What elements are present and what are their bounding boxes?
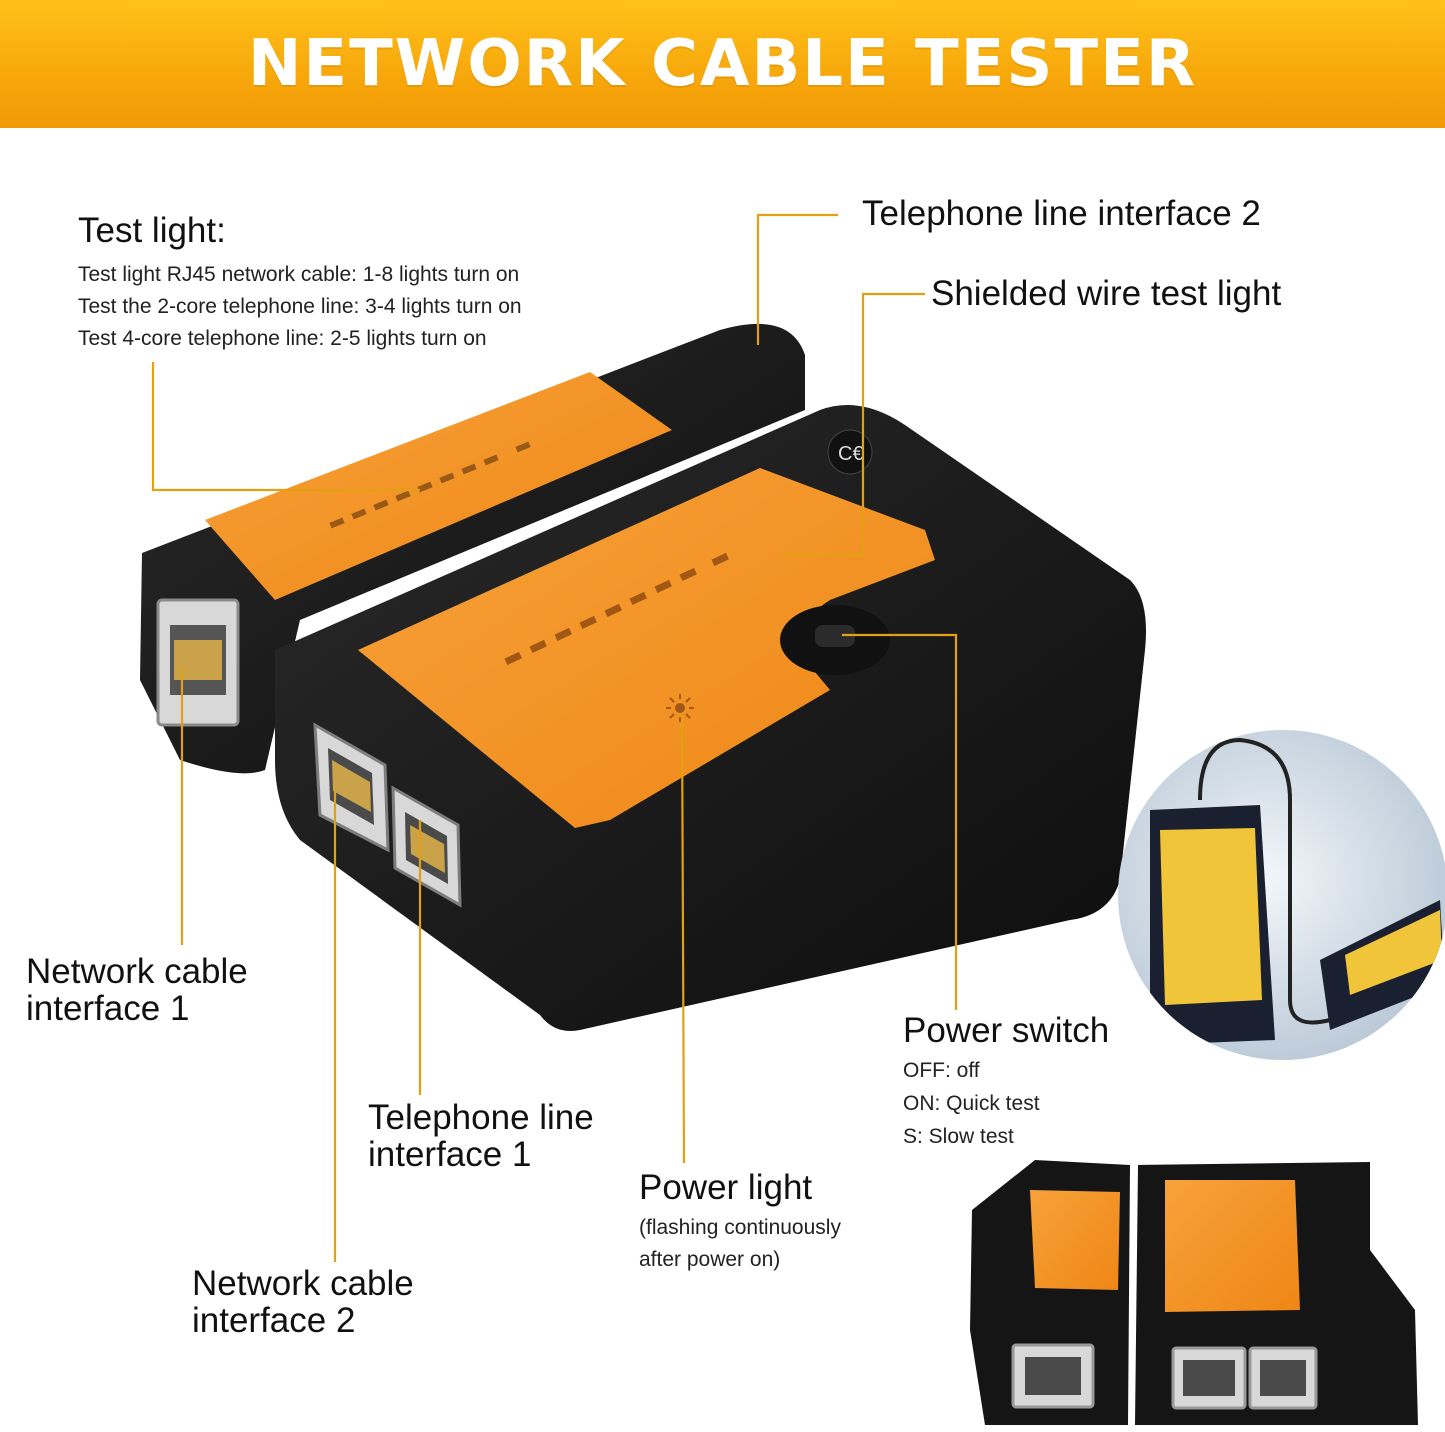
power-light-title: Power light <box>639 1168 813 1207</box>
usage-inset-photo <box>1118 730 1445 1060</box>
network-cable-interface-2-line-2: interface 2 <box>192 1300 356 1340</box>
power-switch-line-off: OFF: off <box>903 1058 980 1082</box>
power-light-callout: Power light (flashing continuously after… <box>639 1168 841 1271</box>
network-cable-interface-1-label: Network cable interface 1 <box>26 952 248 1028</box>
test-light-callout: Test light: Test light RJ45 network cabl… <box>78 211 522 360</box>
network-cable-interface-2-label: Network cable interface 2 <box>192 1264 414 1340</box>
test-light-title: Test light: <box>78 211 226 250</box>
telephone-line-interface-1-line-2: interface 1 <box>368 1134 532 1174</box>
shielded-wire-test-light-label: Shielded wire test light <box>931 274 1282 313</box>
leader-power-switch <box>842 633 958 1010</box>
leader-shielded-wire-light <box>780 292 925 557</box>
telephone-line-interface-1-line-1: Telephone line <box>368 1098 594 1137</box>
test-light-line-2: Test the 2-core telephone line: 3-4 ligh… <box>78 294 522 318</box>
leader-test-light <box>151 362 420 492</box>
telephone-line-interface-1-label: Telephone line interface 1 <box>368 1098 594 1174</box>
power-switch-line-on: ON: Quick test <box>903 1091 1040 1115</box>
test-light-line-3: Test 4-core telephone line: 2-5 lights t… <box>78 326 487 350</box>
test-light-line-1: Test light RJ45 network cable: 1-8 light… <box>78 262 520 286</box>
remote-unit <box>140 323 805 774</box>
svg-text:C€: C€ <box>838 443 864 465</box>
power-switch-title: Power switch <box>903 1011 1110 1050</box>
power-light-line-1: (flashing continuously <box>639 1215 841 1239</box>
banner-title: NETWORK CABLE TESTER <box>247 27 1198 101</box>
power-led-icon <box>666 694 694 722</box>
power-switch-line-s: S: Slow test <box>903 1124 1014 1148</box>
power-switch-callout: Power switch OFF: off ON: Quick test S: … <box>903 1011 1110 1148</box>
network-cable-interface-1-line-2: interface 1 <box>26 988 190 1028</box>
power-light-line-2: after power on) <box>639 1247 781 1271</box>
telephone-line-interface-2-label: Telephone line interface 2 <box>862 194 1261 233</box>
leader-power-light <box>680 714 686 1164</box>
network-cable-interface-1-line-1: Network cable <box>26 952 248 991</box>
title-banner: NETWORK CABLE TESTER <box>0 0 1445 128</box>
remote-led-row <box>329 441 531 529</box>
leader-telephone-interface-2 <box>756 213 838 345</box>
network-cable-interface-2-line-1: Network cable <box>192 1264 414 1303</box>
secondary-product-photo <box>970 1160 1418 1425</box>
leader-lines <box>151 213 958 1262</box>
master-led-row <box>504 552 729 666</box>
master-unit: C€ <box>275 405 1146 1031</box>
